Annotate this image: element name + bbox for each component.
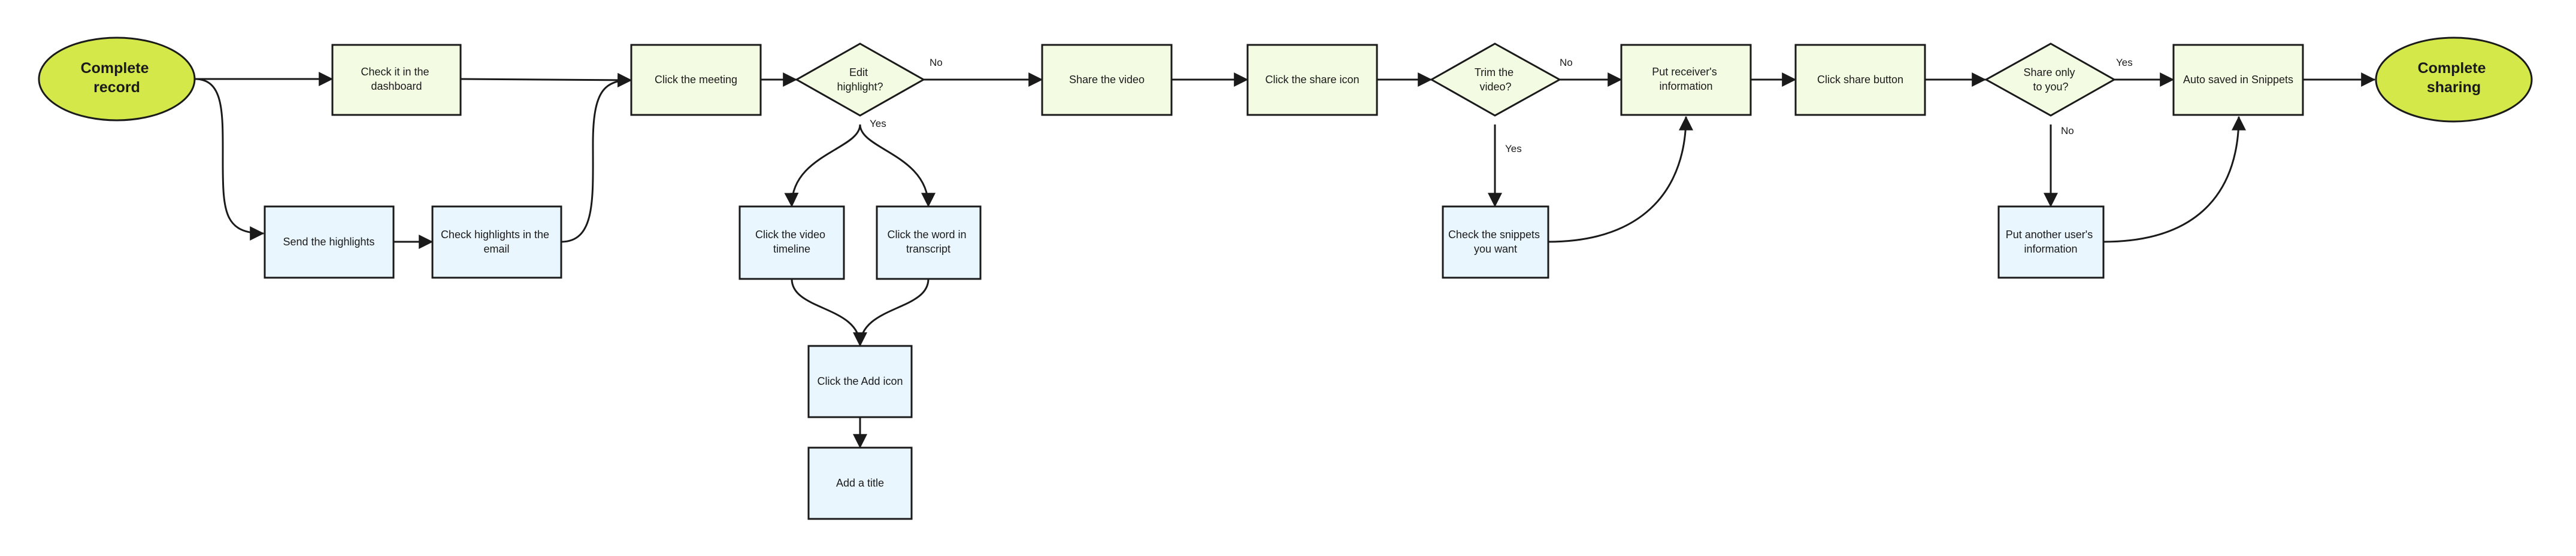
node-check-snippets: Check the snippets you want bbox=[1442, 205, 1549, 279]
svg-text:Trim the video?: Trim the video? bbox=[1475, 66, 1516, 93]
edge-edit-highlight-to-click-word bbox=[859, 124, 936, 208]
svg-text:Check it in the dashbo: Check it in the dashboard bbox=[361, 66, 432, 92]
svg-text:Add a title: Add a title bbox=[836, 477, 884, 489]
edge-complete-record-to-send-highlights bbox=[194, 78, 265, 241]
node-check-email: Check highlights in the email bbox=[431, 205, 562, 279]
edge-check-email-to-click-meeting bbox=[561, 73, 632, 243]
edge-click-timeline-to-click-add bbox=[791, 278, 867, 347]
node-click-meeting: Click the meeting bbox=[630, 44, 762, 116]
svg-text:Click the share icon: Click the share icon bbox=[1265, 74, 1359, 86]
node-click-timeline: Click the video timeline bbox=[738, 205, 845, 280]
node-share-only-you: Share only to you? bbox=[1984, 42, 2117, 117]
edge-label-yes: Yes bbox=[870, 118, 886, 129]
svg-text:Put receiver's informa: Put receiver's information bbox=[1652, 66, 1720, 92]
edge-label-no: No bbox=[2061, 125, 2074, 136]
node-click-share-icon: Click the share icon bbox=[1246, 44, 1378, 116]
node-add-title: Add a title bbox=[807, 446, 913, 520]
node-another-user: Put another user's information bbox=[1997, 205, 2105, 279]
node-complete-record: Complete record bbox=[38, 37, 196, 121]
node-check-dashboard: Check it in the dashboard bbox=[331, 44, 462, 116]
svg-text:Share the video: Share the video bbox=[1069, 74, 1145, 86]
node-click-add: Click the Add icon bbox=[807, 345, 913, 418]
svg-text:Send the highlights: Send the highlights bbox=[283, 236, 374, 248]
svg-text:Click share button: Click share button bbox=[1817, 74, 1903, 86]
svg-text:Click the meeting: Click the meeting bbox=[655, 74, 737, 86]
edge-label-yes: Yes bbox=[2116, 57, 2133, 68]
edge-label-no: No bbox=[930, 57, 943, 68]
node-edit-highlight: Edit highlight? bbox=[794, 42, 926, 117]
svg-text:Complete record: Complete record bbox=[81, 60, 153, 96]
edge-another-user-to-auto-saved bbox=[2103, 116, 2246, 243]
node-click-share-button: Click share button bbox=[1794, 44, 1926, 116]
svg-text:Click the Add icon: Click the Add icon bbox=[817, 375, 903, 387]
svg-text:Click the video timeli: Click the video timeline bbox=[755, 229, 828, 255]
node-trim-video: Trim the video? bbox=[1429, 42, 1562, 117]
edge-check-dashboard-to-click-meeting bbox=[460, 72, 632, 87]
svg-text:Complete sharing: Complete sharing bbox=[2418, 60, 2490, 96]
svg-text:Click the word in tran: Click the word in transcript bbox=[887, 229, 969, 255]
svg-text:Edit highlight?: Edit highlight? bbox=[837, 66, 883, 93]
svg-text:Check highlights in the: Check highlights in the email bbox=[441, 229, 552, 255]
node-complete-sharing: Complete sharing bbox=[2375, 37, 2533, 123]
svg-text:Auto saved in Snippets: Auto saved in Snippets bbox=[2183, 74, 2293, 86]
edge-click-word-to-click-add bbox=[859, 278, 930, 347]
node-share-video: Share the video bbox=[1041, 44, 1173, 116]
node-auto-saved: Auto saved in Snippets bbox=[2172, 44, 2304, 116]
svg-text:Put another user's inf: Put another user's information bbox=[2006, 229, 2096, 255]
edge-edit-highlight-to-click-timeline bbox=[784, 124, 861, 208]
svg-text:Check the snippets you: Check the snippets you want bbox=[1448, 229, 1543, 255]
edge-label-yes: Yes bbox=[1505, 143, 1522, 154]
node-receiver-info: Put receiver's information bbox=[1620, 44, 1752, 116]
node-click-word: Click the word in transcript bbox=[876, 205, 982, 280]
edge-label-no: No bbox=[1560, 57, 1573, 68]
edge-check-snippets-to-receiver-info bbox=[1548, 116, 1693, 243]
svg-text:Share only to you?: Share only to you? bbox=[2023, 66, 2078, 93]
node-send-highlights: Send the highlights bbox=[264, 205, 395, 279]
